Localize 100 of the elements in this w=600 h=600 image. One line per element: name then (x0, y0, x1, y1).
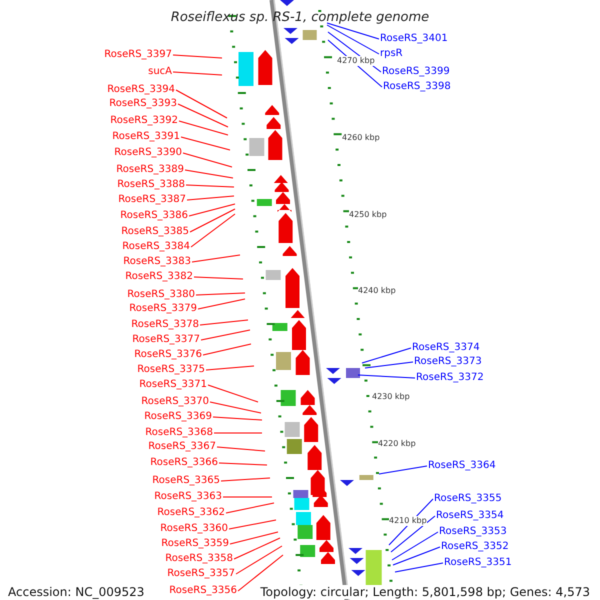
gene-label: RoseRS_3378 (131, 319, 199, 331)
scale-label: 4210 kbp (389, 516, 427, 526)
leader-line (364, 362, 414, 368)
leader-line (226, 502, 274, 514)
gene-label: RoseRS_3387 (118, 194, 186, 206)
leader-line (176, 90, 228, 118)
gene-label: RoseRS_3385 (121, 226, 189, 238)
gene-label: RoseRS_3399 (382, 66, 450, 78)
leader-line (208, 384, 258, 402)
leader-line (378, 466, 428, 474)
gene-label: RoseRS_3360 (160, 523, 228, 535)
gene-label: RoseRS_3370 (141, 396, 209, 408)
leader-line (390, 516, 436, 552)
gene-label: RoseRS_3401 (380, 33, 448, 45)
leader-line (190, 208, 236, 232)
leader-line (180, 136, 230, 150)
gene-label: RoseRS_3390 (114, 147, 182, 159)
scale-label: 4250 kbp (349, 210, 387, 220)
leader-line (186, 184, 234, 188)
leader-line (326, 24, 380, 54)
leader-line (182, 152, 232, 168)
leader-line (172, 72, 222, 76)
gene-label: RoseRS_3386 (120, 210, 188, 222)
gene-label: RoseRS_3397 (104, 49, 172, 61)
leader-line (172, 54, 222, 58)
leader-line (326, 22, 380, 40)
gene-label: RoseRS_3379 (129, 303, 197, 315)
gene-label: RoseRS_3352 (441, 541, 509, 553)
leader-line (196, 292, 246, 296)
gene-label: RoseRS_3384 (122, 241, 190, 253)
leader-line (392, 532, 438, 560)
title-text: Roseiflexus sp. RS-1, complete genome (170, 10, 430, 26)
gene-label: RoseRS_3391 (112, 131, 180, 143)
scale-label: 4230 kbp (372, 392, 410, 402)
leader-line (392, 546, 440, 566)
gene-label: RoseRS_3383 (123, 256, 191, 268)
gene-label: RoseRS_3374 (412, 342, 480, 354)
gene-label: RoseRS_3392 (110, 115, 178, 127)
leader-line (234, 538, 280, 560)
gene-label: RoseRS_3357 (167, 568, 235, 580)
gene-label: RoseRS_3388 (117, 179, 185, 191)
leader-line (184, 170, 234, 178)
leader-line (216, 446, 266, 452)
gene-label: sucA (148, 66, 172, 78)
leader-line (202, 344, 252, 356)
leader-line (236, 546, 282, 574)
leader-line (206, 366, 254, 370)
leader-line (192, 254, 240, 262)
leader-line (362, 348, 412, 364)
footer-text: Topology: circular; Length: 5,801,598 bp; Genes: 4,573 (260, 585, 590, 599)
scale-label: 4270 kbp (337, 56, 375, 66)
gene-label: RoseRS_3369 (144, 411, 212, 423)
gene-label: RoseRS_3367 (148, 441, 216, 453)
leader-line (200, 320, 248, 326)
gene-label: RoseRS_3368 (145, 427, 213, 439)
gene-label: RoseRS_3389 (116, 164, 184, 176)
leader-line (194, 276, 244, 280)
scale-label: 4220 kbp (378, 439, 416, 449)
leader-line (222, 496, 272, 498)
gene-label: RoseRS_3365 (152, 475, 220, 487)
leader-line (230, 532, 278, 544)
gene-label: RoseRS_3351 (444, 557, 512, 569)
gene-label: RoseRS_3353 (439, 526, 507, 538)
gene-label: RoseRS_3358 (165, 553, 233, 565)
leader-line (238, 554, 284, 592)
leader-line (218, 462, 268, 466)
leader-line (358, 374, 416, 378)
leader-line (220, 478, 270, 482)
gene-label: RoseRS_3366 (150, 457, 218, 469)
leader-line (210, 402, 262, 414)
gene-label: RoseRS_3355 (434, 493, 502, 505)
gene-label: RoseRS_3356 (169, 585, 237, 597)
footer-text: Accession: NC_009523 (8, 585, 144, 599)
leader-line (190, 214, 236, 248)
leader-line (228, 520, 276, 530)
gene-label: RoseRS_3382 (125, 271, 193, 283)
leader-line (212, 416, 262, 420)
scale-label: 4260 kbp (342, 133, 380, 143)
leader-line (200, 330, 250, 340)
gene-label: RoseRS_3398 (383, 81, 451, 93)
gene-label: RoseRS_3362 (157, 507, 225, 519)
gene-label: RoseRS_3375 (137, 364, 205, 376)
gene-label: RoseRS_3377 (132, 334, 200, 346)
scale-label: 4240 kbp (358, 286, 396, 296)
leader-line (198, 298, 246, 310)
gene-label: RoseRS_3373 (414, 356, 482, 368)
leader-line (214, 432, 262, 434)
leader-line (178, 104, 228, 128)
gene-label: RoseRS_3371 (139, 379, 207, 391)
gene-label: RoseRS_3394 (107, 84, 175, 96)
leader-line (188, 204, 236, 216)
gene-label: RoseRS_3363 (154, 491, 222, 503)
gene-label: RoseRS_3359 (161, 538, 229, 550)
leader-line (186, 196, 234, 200)
gene-label: RoseRS_3376 (134, 349, 202, 361)
gene-label: RoseRS_3380 (127, 289, 195, 301)
gene-label: RoseRS_3393 (109, 98, 177, 110)
gene-label: rpsR (380, 48, 403, 60)
gene-label: RoseRS_3354 (436, 510, 504, 522)
gene-label: RoseRS_3364 (428, 460, 496, 472)
